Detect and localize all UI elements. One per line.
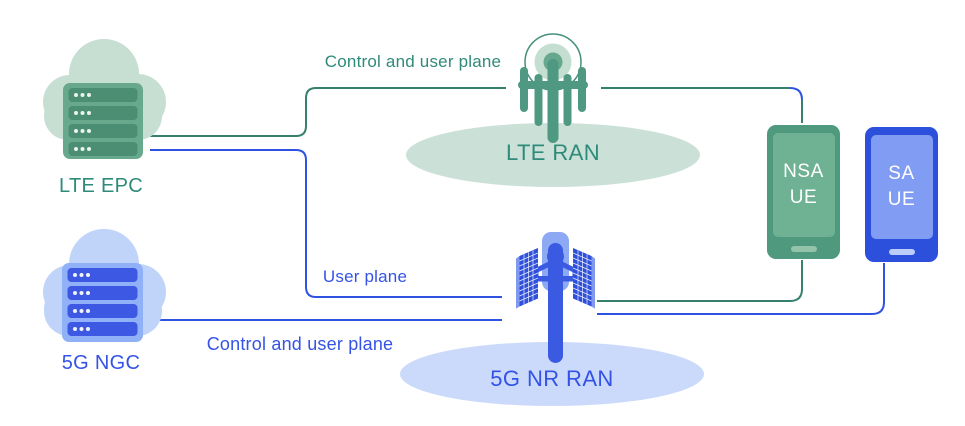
nsa-ue-label: NSA UE xyxy=(783,161,824,208)
connector-sa-ue-to-nr-ran xyxy=(597,263,885,315)
home-button-icon xyxy=(790,246,817,252)
nr-antenna-tower-icon xyxy=(516,232,595,363)
nr-ran-ellipse xyxy=(400,342,704,406)
connector-corner-arc xyxy=(789,87,803,101)
control-user-plane-label-lte: Control and user plane xyxy=(324,52,502,71)
panel-antenna-right xyxy=(572,248,595,309)
lte-ran-ellipse xyxy=(406,123,700,187)
phone-screen: SA UE xyxy=(870,135,933,239)
sa-ue-label: SA UE xyxy=(887,163,916,210)
nr-ran-label: 5G NR RAN xyxy=(490,366,614,391)
connector-epc-to-nr-ran-user-plane xyxy=(150,149,502,298)
lte-antenna-tower-icon xyxy=(518,33,588,143)
ngc-cloud-server-icon xyxy=(43,229,166,342)
lte-epc-cloud-server-icon xyxy=(43,39,166,159)
connector-epc-to-lte-ran xyxy=(150,87,506,137)
server-icon xyxy=(63,83,143,159)
antenna-bar xyxy=(563,74,572,126)
panel-antenna-left xyxy=(516,248,539,309)
tower-mast xyxy=(548,243,563,363)
control-user-plane-label-nr: Control and user plane xyxy=(206,334,394,354)
lte-ran-label: LTE RAN xyxy=(505,140,601,165)
antenna-bar xyxy=(578,67,586,112)
phone-screen: NSA UE xyxy=(772,133,835,237)
connector-lines xyxy=(150,87,885,321)
user-plane-label: User plane xyxy=(322,267,408,286)
ngc-label: 5G NGC xyxy=(61,352,141,374)
connector-nsa-ue-to-nr-ran xyxy=(597,260,803,302)
tower-mast xyxy=(547,59,559,143)
antenna-bar xyxy=(520,67,528,112)
lte-epc-label: LTE EPC xyxy=(59,175,143,197)
nsa-ue-phone: NSA UE xyxy=(767,125,840,259)
server-icon xyxy=(62,263,143,342)
sa-ue-phone: SA UE xyxy=(865,127,938,262)
home-button-icon xyxy=(888,249,915,255)
antenna-bar xyxy=(534,74,543,126)
